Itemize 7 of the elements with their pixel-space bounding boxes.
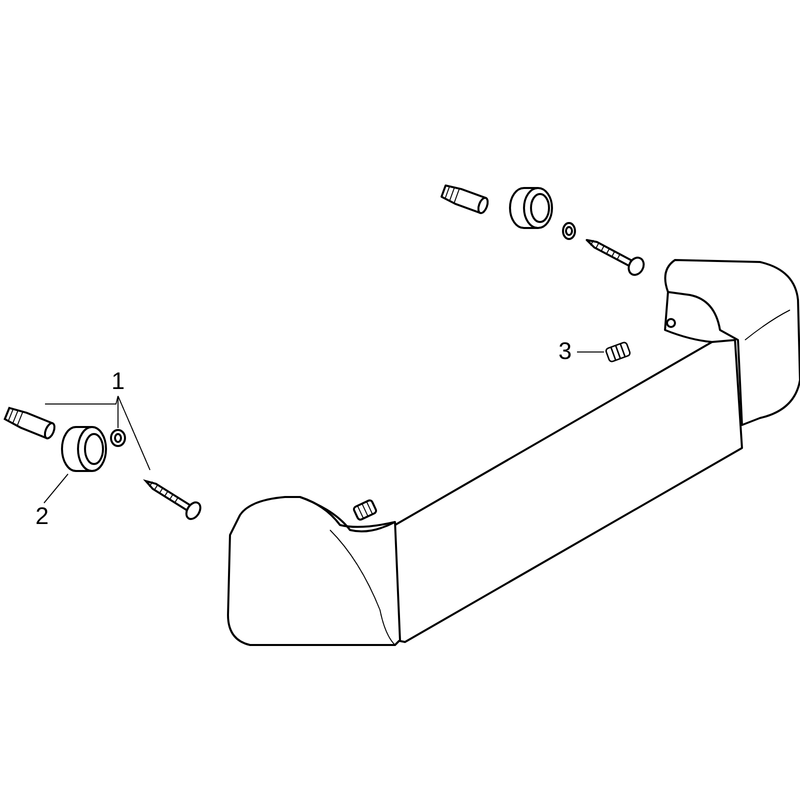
leader-line	[44, 474, 68, 504]
leader-line	[118, 396, 150, 470]
callout-number: 2	[30, 503, 54, 531]
washer-drawing	[108, 428, 128, 448]
leader-line	[44, 396, 118, 404]
callout-number: 1	[106, 368, 130, 396]
callout-number: 3	[553, 338, 577, 366]
